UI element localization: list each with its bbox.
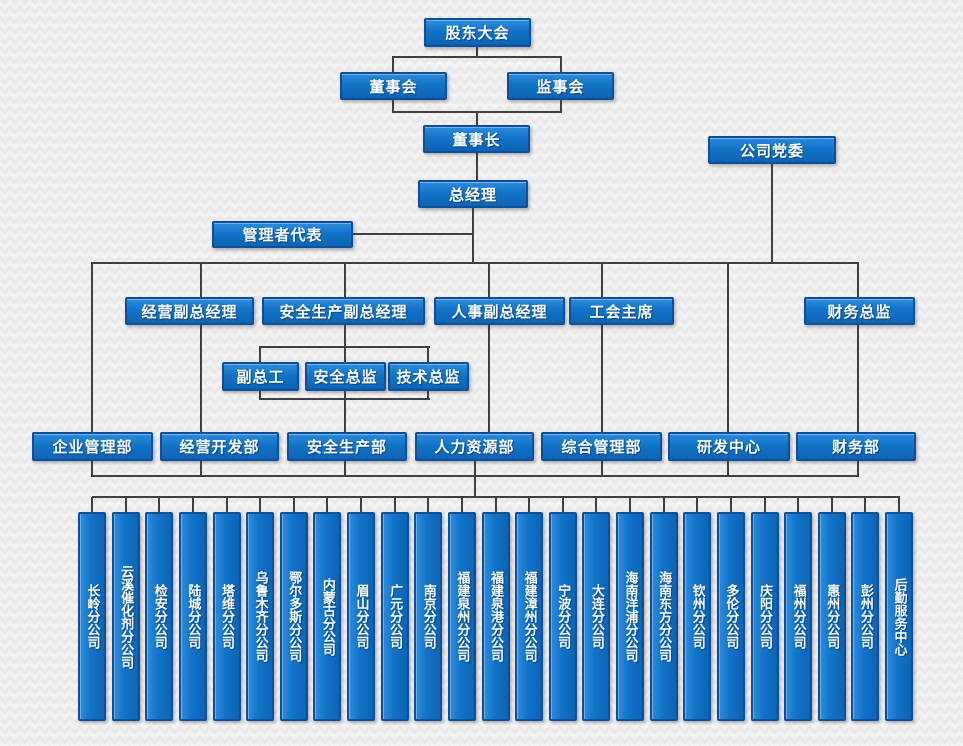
connector-line xyxy=(771,163,773,264)
node-union-chairman: 工会主席 xyxy=(569,297,674,325)
node-deputy-chief-engineer: 副总工 xyxy=(222,362,299,391)
node-vp-personnel: 人事副总经理 xyxy=(434,297,565,325)
node-branch-17: 海南东方分公司 xyxy=(649,497,678,721)
connector-line xyxy=(259,346,261,363)
node-branch-12: 福建泉港分公司 xyxy=(481,497,510,721)
connector-line xyxy=(560,56,562,74)
node-dept-finance: 财务部 xyxy=(796,432,916,461)
node-branch-15: 大连分公司 xyxy=(582,497,611,721)
node-branch-16: 海南洋浦分公司 xyxy=(616,497,644,721)
connector-line xyxy=(259,346,430,348)
node-management-representative: 管理者代表 xyxy=(212,221,353,248)
connector-line xyxy=(427,389,429,400)
connector-line xyxy=(259,398,430,400)
node-dept-rd-center: 研发中心 xyxy=(668,432,790,461)
node-branch-13: 福建漳州分公司 xyxy=(515,497,544,721)
node-dept-enterprise-management: 企业管理部 xyxy=(32,432,153,461)
node-chairman: 董事长 xyxy=(423,125,530,153)
node-shareholders-meeting: 股东大会 xyxy=(424,18,531,47)
connector-line xyxy=(476,46,478,58)
node-branch-10: 南京分公司 xyxy=(414,497,443,721)
connector-line xyxy=(392,56,394,74)
node-dept-human-resources: 人力资源部 xyxy=(415,432,534,461)
node-branch-4: 塔维分公司 xyxy=(212,497,241,721)
node-branch-6: 鄂尔多斯分公司 xyxy=(279,497,308,721)
node-branch-11: 福建泉州分公司 xyxy=(447,497,476,721)
node-branch-7: 内蒙古分公司 xyxy=(313,497,342,721)
connector-line xyxy=(476,151,478,181)
node-branch-8: 眉山分公司 xyxy=(347,497,375,721)
node-dept-safety-production: 安全生产部 xyxy=(287,432,407,461)
connector-line xyxy=(259,389,261,400)
connector-line xyxy=(727,262,729,477)
node-branch-1: 云溪催化剂分公司 xyxy=(111,497,140,721)
connector-line xyxy=(488,262,490,434)
connector-line xyxy=(427,346,429,363)
node-branch-3: 陆城分公司 xyxy=(178,497,207,721)
connector-line xyxy=(476,111,478,127)
node-branch-22: 惠州分公司 xyxy=(817,497,846,721)
connector-line xyxy=(353,233,474,235)
node-dept-business-development: 经营开发部 xyxy=(160,432,279,461)
connector-line xyxy=(560,99,562,113)
node-branch-18: 钦州分公司 xyxy=(683,497,712,721)
node-safety-chief: 安全总监 xyxy=(305,362,386,391)
node-party-committee: 公司党委 xyxy=(708,136,836,164)
node-vp-safety-production: 安全生产副总经理 xyxy=(262,297,425,325)
node-branch-19: 多伦分公司 xyxy=(716,497,745,721)
node-dept-general-management: 综合管理部 xyxy=(541,432,662,461)
node-vp-operations: 经营副总经理 xyxy=(125,297,254,325)
connector-line xyxy=(857,262,859,477)
node-branch-0: 长岭分公司 xyxy=(78,497,106,721)
node-supervisory-board: 监事会 xyxy=(507,72,614,100)
node-branch-21: 福州分公司 xyxy=(784,497,813,721)
node-branch-24: 后勤服务中心 xyxy=(885,497,913,721)
node-technology-chief: 技术总监 xyxy=(388,362,469,391)
node-branch-5: 乌鲁木齐分公司 xyxy=(246,497,275,721)
connector-line xyxy=(200,262,202,477)
node-board-of-directors: 董事会 xyxy=(340,72,447,100)
connector-line xyxy=(91,262,859,264)
node-branch-2: 检安分公司 xyxy=(145,497,174,721)
node-branch-14: 宁波分公司 xyxy=(548,497,577,721)
node-branch-23: 彭州分公司 xyxy=(851,497,880,721)
connector-line xyxy=(392,56,562,58)
connector-line xyxy=(474,459,476,498)
branch-company-row: 长岭分公司 云溪催化剂分公司 检安分公司 陆城分公司 塔维分公司 乌鲁木齐分公司… xyxy=(78,497,913,721)
connector-line xyxy=(392,99,394,113)
node-general-manager: 总经理 xyxy=(418,180,528,208)
node-finance-director: 财务总监 xyxy=(804,297,915,325)
connector-line xyxy=(601,262,603,477)
node-branch-9: 广元分公司 xyxy=(380,497,409,721)
connector-line xyxy=(91,262,93,477)
node-branch-20: 庆阳分公司 xyxy=(750,497,779,721)
connector-line xyxy=(472,206,474,264)
